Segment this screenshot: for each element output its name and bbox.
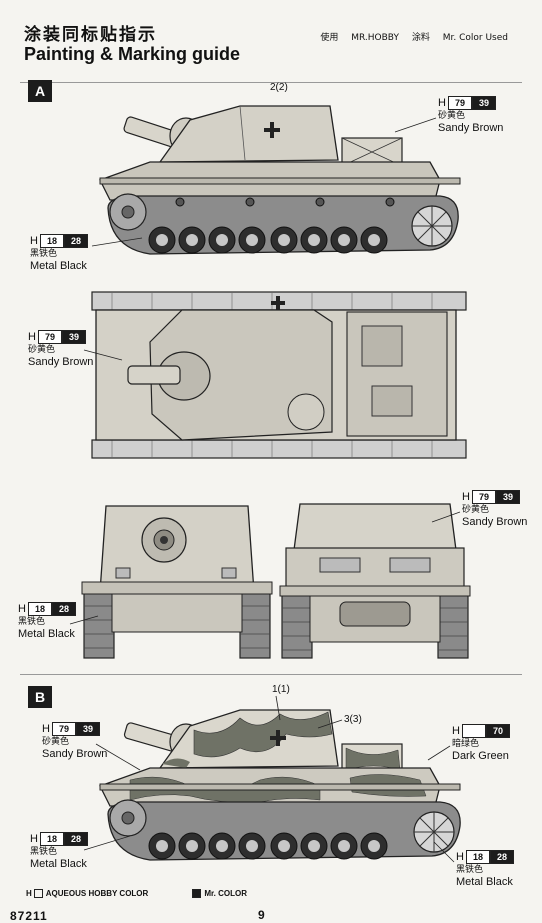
mr-color-code: 70 [485, 724, 510, 738]
color-legend: H AQUEOUS HOBBY COLOR Mr. COLOR [26, 889, 291, 898]
marking-3-label: 3(3) [344, 714, 362, 725]
hobby-code: 18 [39, 234, 64, 248]
mr-color-code: 39 [495, 490, 520, 504]
tank-side-view-b [99, 709, 461, 861]
section-a-rule [20, 82, 522, 83]
mr-color-code: 39 [471, 96, 496, 110]
used-cn: 使用 [320, 33, 339, 43]
legend-mrcolor: Mr. COLOR [192, 889, 247, 898]
hobby-code: 79 [51, 722, 76, 736]
section-a-label: A [28, 80, 52, 102]
page-title-en: Painting & Marking guide [24, 44, 241, 64]
page-number: 9 [258, 908, 265, 922]
marking-2-label: 2(2) [270, 82, 288, 93]
section-b-rule [20, 674, 522, 675]
section-b-label: B [28, 686, 52, 708]
mr-color-code: 28 [51, 602, 76, 616]
legend-aqueous: H AQUEOUS HOBBY COLOR [26, 889, 149, 898]
hobby-code [461, 724, 486, 738]
mrcolor-swatch [192, 889, 202, 898]
tank-side-view-a [99, 105, 461, 255]
mr-color-code: 28 [63, 832, 88, 846]
used-mrcolor: Mr. Color Used [442, 33, 508, 43]
mr-color-code: 39 [75, 722, 100, 736]
mr-color-code: 28 [63, 234, 88, 248]
mr-color-code: 28 [489, 850, 514, 864]
hobby-code: 79 [447, 96, 472, 110]
tank-front-view-a [81, 505, 273, 659]
used-mrhobby: MR.HOBBY [351, 33, 399, 43]
hobby-code: 18 [27, 602, 52, 616]
hobby-code: 79 [37, 330, 62, 344]
tank-rear-view-a [279, 503, 471, 659]
paint-brand-line: 使用 MR.HOBBY 涂料 Mr. Color Used [320, 30, 508, 43]
product-code: 87211 [10, 909, 48, 923]
tank-top-view-a [91, 291, 467, 459]
used-cn2: 涂料 [411, 33, 430, 43]
hobby-code: 18 [39, 832, 64, 846]
hobby-code: 79 [471, 490, 496, 504]
page-title-cn: 涂装同标贴指示 [24, 25, 157, 45]
marking-1-label: 1(1) [272, 684, 290, 695]
hobby-code: 18 [465, 850, 490, 864]
mr-color-code: 39 [61, 330, 86, 344]
aqueous-swatch [33, 889, 43, 898]
legend-h: H [26, 889, 32, 898]
